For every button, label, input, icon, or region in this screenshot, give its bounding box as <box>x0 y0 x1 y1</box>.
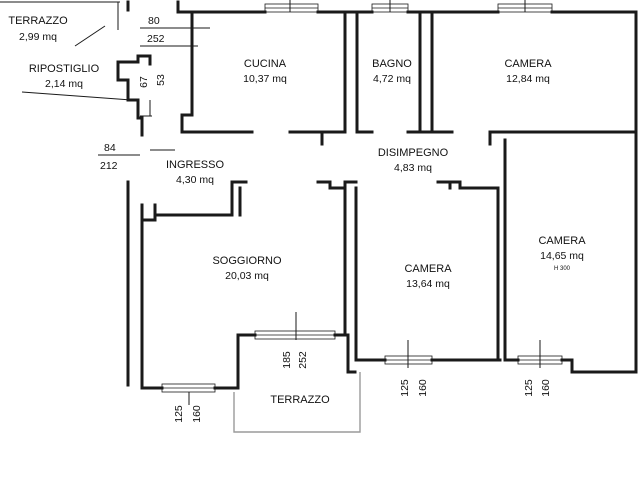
dim-camera-mid-window-height: 160 <box>417 379 429 397</box>
terrace-outline <box>233 372 361 433</box>
room-name-cucina: CUCINA <box>244 58 287 70</box>
dim-ripostiglio-door-height: 53 <box>155 74 167 86</box>
room-area-ingresso: 4,30 mq <box>176 174 214 186</box>
windows <box>161 3 563 393</box>
room-name-terrazzo-top: TERRAZZO <box>8 15 68 27</box>
dim-camera-se-window-width: 125 <box>523 379 535 397</box>
dim-camera-se-window-height: 160 <box>540 379 552 397</box>
room-height-camera-se: H 300 <box>554 266 571 272</box>
room-area-terrazzo-top: 2,99 mq <box>19 31 57 43</box>
dim-soggiorno-window-width: 125 <box>173 405 185 423</box>
dim-top-door-height: 252 <box>147 33 165 45</box>
room-area-camera-ne: 12,84 mq <box>506 73 550 85</box>
dim-entrance-door-height: 212 <box>100 160 118 172</box>
room-area-camera-mid: 13,64 mq <box>406 278 450 290</box>
room-name-camera-ne: CAMERA <box>504 58 552 70</box>
room-name-ripostiglio: RIPOSTIGLIO <box>29 63 100 75</box>
auxiliary-lines <box>0 0 541 405</box>
walls <box>116 0 638 390</box>
room-area-bagno: 4,72 mq <box>373 73 411 85</box>
dim-top-door-width: 80 <box>148 15 160 27</box>
room-name-terrazzo-bottom: TERRAZZO <box>270 394 330 406</box>
room-area-ripostiglio: 2,14 mq <box>45 78 83 90</box>
dim-ripostiglio-door-width: 67 <box>138 76 150 88</box>
room-name-soggiorno: SOGGIORNO <box>212 255 282 267</box>
room-name-camera-se: CAMERA <box>538 235 586 247</box>
room-name-camera-mid: CAMERA <box>404 263 452 275</box>
room-area-disimpegno: 4,83 mq <box>394 162 432 174</box>
room-name-bagno: BAGNO <box>372 58 412 70</box>
dim-camera-mid-window-width: 125 <box>399 379 411 397</box>
room-name-ingresso: INGRESSO <box>166 159 225 171</box>
dim-terrace-door-height: 252 <box>297 351 309 369</box>
room-area-camera-se: 14,65 mq <box>540 250 584 262</box>
dim-terrace-door-width: 185 <box>281 351 293 369</box>
room-area-cucina: 10,37 mq <box>243 73 287 85</box>
room-name-disimpegno: DISIMPEGNO <box>378 147 449 159</box>
room-area-soggiorno: 20,03 mq <box>225 270 269 282</box>
dim-entrance-door-width: 84 <box>104 142 116 154</box>
dim-soggiorno-window-height: 160 <box>191 405 203 423</box>
